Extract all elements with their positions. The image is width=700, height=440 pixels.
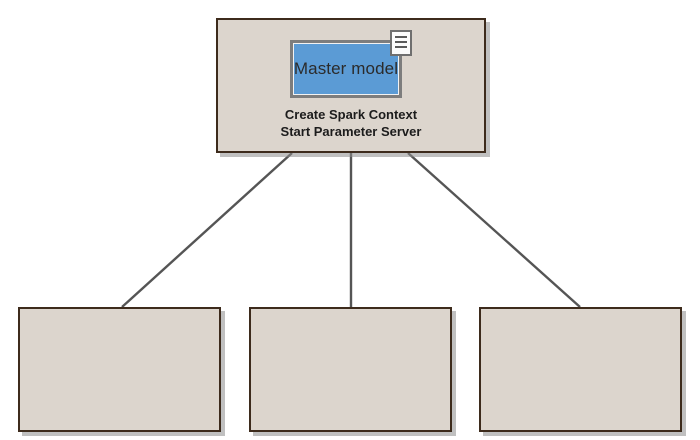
edge-master-to-worker-3 — [407, 152, 581, 308]
master-model-component[interactable]: Master model — [290, 40, 402, 98]
worker-node-1[interactable] — [18, 307, 221, 432]
document-icon-line-1 — [395, 36, 407, 38]
edge-master-to-worker-1 — [121, 152, 293, 308]
document-icon-line-2 — [395, 41, 407, 43]
master-model-label-line1: Master — [293, 59, 347, 78]
worker-node-2[interactable] — [249, 307, 452, 432]
master-node-content: Master model Create Spark Context Start … — [218, 20, 484, 151]
master-node[interactable]: Master model Create Spark Context Start … — [216, 18, 486, 153]
master-model-label-line2: model — [351, 59, 399, 78]
document-icon-line-3 — [395, 46, 407, 48]
document-icon — [390, 30, 412, 56]
master-caption-line-1: Create Spark Context — [284, 107, 418, 122]
master-node-caption: Create Spark Context Start Parameter Ser… — [218, 106, 484, 140]
worker-node-3[interactable] — [479, 307, 682, 432]
master-caption-line-2: Start Parameter Server — [280, 124, 422, 139]
master-model-label: Master model — [294, 59, 398, 79]
